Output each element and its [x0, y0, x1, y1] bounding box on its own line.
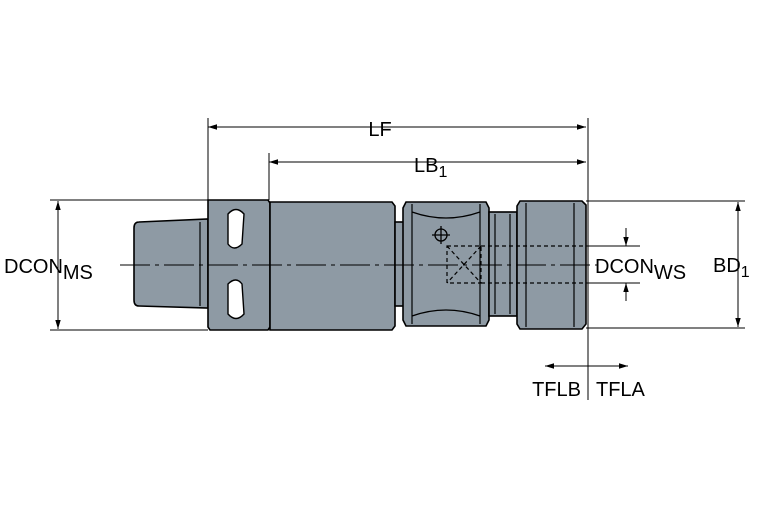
dcon-ws-label: DCONWS: [595, 256, 686, 284]
dcon-ms-label: DCONMS: [4, 256, 93, 284]
lf-label: LF: [368, 119, 391, 141]
machine-side-shank: [133, 218, 209, 309]
flange-slot-bottom: [227, 279, 245, 320]
flange: [207, 199, 271, 331]
flange-slots: [227, 208, 245, 320]
dimension-lines: [50, 118, 745, 400]
main-cylinder: [269, 201, 396, 331]
tool-body: [133, 199, 587, 331]
clamp-ring: [402, 201, 490, 327]
flange-slot-top: [227, 208, 245, 249]
body-details: [199, 203, 575, 327]
tflb-label: TFLB: [532, 379, 581, 401]
spacer: [488, 211, 518, 317]
tfla-label: TFLA: [596, 379, 646, 401]
lb1-label: LB1: [414, 155, 447, 181]
screw-symbol: [432, 226, 450, 244]
bd1-label: BD1: [713, 255, 750, 281]
